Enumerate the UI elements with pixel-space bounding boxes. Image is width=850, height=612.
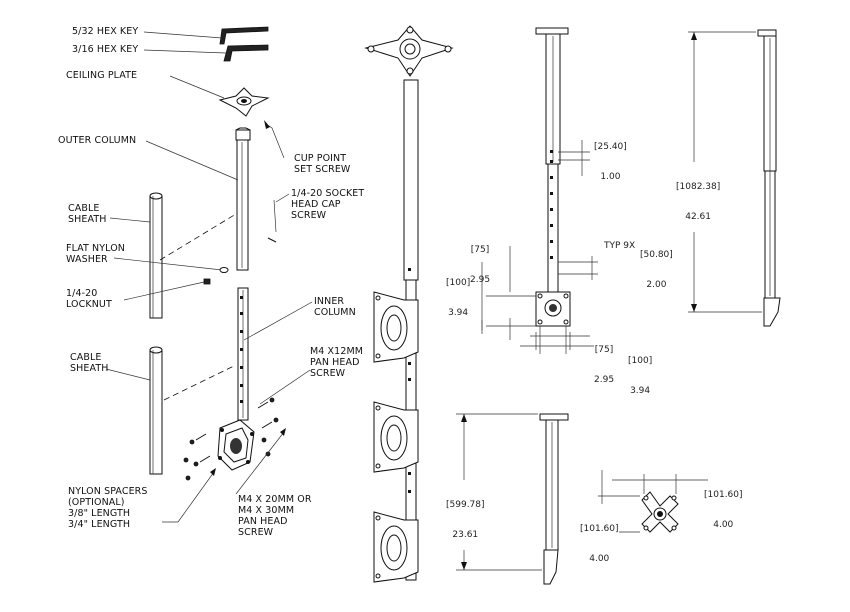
label-m4x20-30-screw: M4 X 20MM OR M4 X 30MM PAN HEAD SCREW [238,494,312,538]
dim-599-78: [599.78] 23.61 [446,480,485,550]
inner-column-part [237,287,249,421]
dim-50-80: [50.80] 2.00 [640,230,673,300]
label-locknut: 1/4-20 LOCKNUT [66,288,112,310]
dim-100-b-in: 3.94 [630,386,651,396]
dim-1082-38-mm: [1082.38] [676,182,721,192]
dim-100-a-in: 3.94 [448,308,469,318]
hex-key-5-32 [219,26,269,45]
label-flat-nylon-washer: FLAT NYLON WASHER [66,243,126,265]
dim-100-a-mm: [100] [446,278,471,288]
exploded-view [105,26,313,523]
dim-101-60-h-in: 4.00 [713,520,734,530]
side-view [688,29,781,327]
label-hex-key-5-32: 5/32 HEX KEY [72,26,139,37]
cable-sheath-2-part [149,346,163,475]
label-m4x12-screw: M4 X12MM PAN HEAD SCREW [310,346,364,379]
label-cup-point-set-screw: CUP POINT SET SCREW [294,153,351,175]
dim-50-80-in: 2.00 [646,280,667,290]
dim-100-b-mm: [100] [628,356,653,366]
hex-key-3-16 [223,44,269,62]
dim-1082-38-in: 42.61 [685,212,711,222]
front-view [481,27,598,354]
label-inner-column: INNER COLUMN [314,296,356,318]
dim-599-78-in: 23.61 [452,530,479,540]
dim-75-b-in: 2.95 [594,375,615,385]
dim-75-a-mm: [75] [470,245,490,255]
short-column-view [456,413,569,585]
vesa-head-3 [373,511,419,583]
dim-typ-9x: TYP 9X [604,241,636,251]
dim-101-60-horizontal: [101.60] 4.00 [704,470,743,540]
vesa-head-1 [373,291,419,363]
dim-25-40-mm: [25.40] [594,142,627,152]
m4-screws [183,397,279,481]
dim-599-78-mm: [599.78] [446,500,485,510]
ceiling-plate-part [218,87,270,117]
dim-75-a: [75] 2.95 [470,225,490,295]
dim-75-b-mm: [75] [594,345,614,355]
dim-75-b: [75] 2.95 [594,325,614,395]
label-outer-column: OUTER COLUMN [58,135,137,146]
dim-25-40: [25.40] 1.00 [594,122,627,192]
vesa-head-2 [373,401,419,473]
vesa-plate-part [217,419,255,471]
outer-column-part [235,127,251,271]
dim-25-40-in: 1.00 [600,172,621,182]
label-nylon-spacers: NYLON SPACERS (OPTIONAL) 3/8" LENGTH 3/4… [68,486,148,530]
dim-101-60-v-in: 4.00 [589,554,610,564]
label-ceiling-plate: CEILING PLATE [66,70,138,81]
dim-75-a-in: 2.95 [470,275,491,285]
dim-101-60-h-mm: [101.60] [704,490,743,500]
dim-1082-38: [1082.38] 42.61 [676,162,721,232]
dim-101-60-vertical: [101.60] 4.00 [580,504,619,574]
assembled-view [364,25,454,583]
label-hex-key-3-16: 3/16 HEX KEY [72,44,139,55]
label-socket-head-cap-screw: 1/4-20 SOCKET HEAD CAP SCREW [291,188,365,221]
dim-101-60-v-mm: [101.60] [580,524,619,534]
cable-sheath-1-part [149,192,163,319]
dim-100-a: [100] 3.94 [446,258,470,328]
label-cable-sheath-2: CABLE SHEATH [70,352,109,374]
dim-100-b: [100] 3.94 [628,336,652,406]
dim-50-80-mm: [50.80] [640,250,673,260]
label-cable-sheath-1: CABLE SHEATH [68,203,107,225]
